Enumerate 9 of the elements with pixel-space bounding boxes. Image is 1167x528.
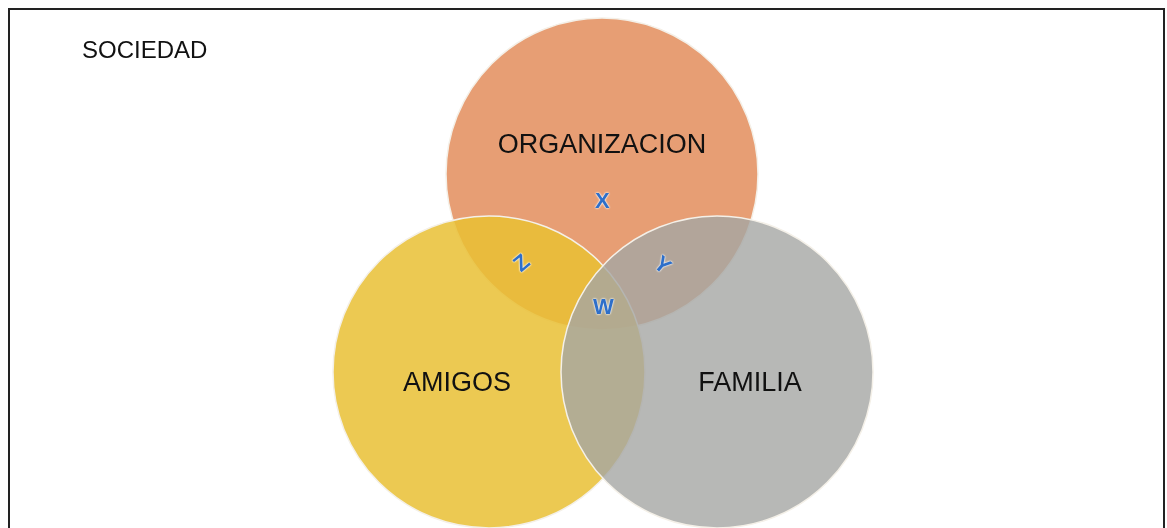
group-frame (8, 8, 1165, 528)
region-letter: X (595, 188, 610, 214)
region-letter: W (593, 294, 614, 320)
group-title: SOCIEDAD (82, 36, 208, 64)
circle-label: ORGANIZACION (497, 128, 707, 160)
region-letter: Y (648, 250, 677, 280)
circle-label: AMIGOS (403, 366, 511, 398)
region-letter: Z (508, 248, 536, 278)
circle-label: FAMILIA (698, 366, 802, 398)
